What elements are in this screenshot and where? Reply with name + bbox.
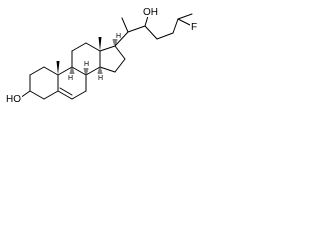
- hash-h14: [97, 68, 103, 74]
- ring-c: [71, 37, 102, 76]
- bond-c25-c26: [177, 13, 193, 20]
- atom-labels: HO OH F: [5, 5, 198, 105]
- bond-c11-c12: [71, 42, 87, 52]
- bond-c8-c9: [71, 66, 87, 76]
- h-label-9: H: [68, 75, 73, 82]
- bond-c9-c10: [57, 66, 73, 76]
- h-label-8: H: [84, 61, 89, 68]
- bond-c20-c21: [121, 17, 129, 33]
- bond-c10-c1: [43, 66, 59, 76]
- bond-c3-c4: [29, 90, 45, 100]
- bond-c12-c13: [85, 42, 101, 52]
- bond-c4-c5: [43, 90, 59, 100]
- bond-c14-c8: [85, 66, 101, 76]
- bond-c22-c23: [144, 25, 158, 40]
- hash-h17: [112, 39, 118, 45]
- bond-c25-c27: [177, 18, 193, 27]
- molecule-structure-diagram: H H H H HO OH F: [5, 5, 198, 105]
- h-label-14: H: [98, 75, 103, 82]
- bond-c20-c22: [127, 25, 146, 33]
- stereo-hydrogens: H H H H: [68, 33, 121, 82]
- bond-c5-c6: [57, 90, 73, 100]
- methyl-c18-wedge: [98, 37, 102, 51]
- bond-c6-c7: [71, 90, 87, 100]
- hydroxyl-label-c22: OH: [143, 7, 158, 18]
- bond-c23-c24: [156, 32, 174, 40]
- methyl-c19-wedge: [56, 61, 60, 75]
- bond-c22-o: [144, 15, 149, 27]
- bond-c17-c13: [99, 45, 116, 52]
- bond-c14-c15: [99, 66, 116, 73]
- bond-c1-c2: [29, 66, 45, 76]
- bond-c24-c25: [172, 18, 179, 34]
- ring-d: [99, 45, 126, 73]
- ring-b: [56, 61, 87, 100]
- side-chain: [114, 13, 193, 47]
- hash-h9: [69, 68, 75, 74]
- bond-c17-c20: [114, 31, 129, 47]
- hash-h8: [83, 68, 89, 74]
- bond-c16-c17: [114, 45, 126, 60]
- fluorine-label: F: [191, 22, 197, 33]
- ring-a: [19, 66, 59, 100]
- bond-c15-c16: [114, 58, 126, 73]
- bond-c5-c6-inner: [59, 87, 73, 96]
- hydroxyl-label-c3: HO: [6, 94, 21, 105]
- h-label-17: H: [116, 33, 121, 40]
